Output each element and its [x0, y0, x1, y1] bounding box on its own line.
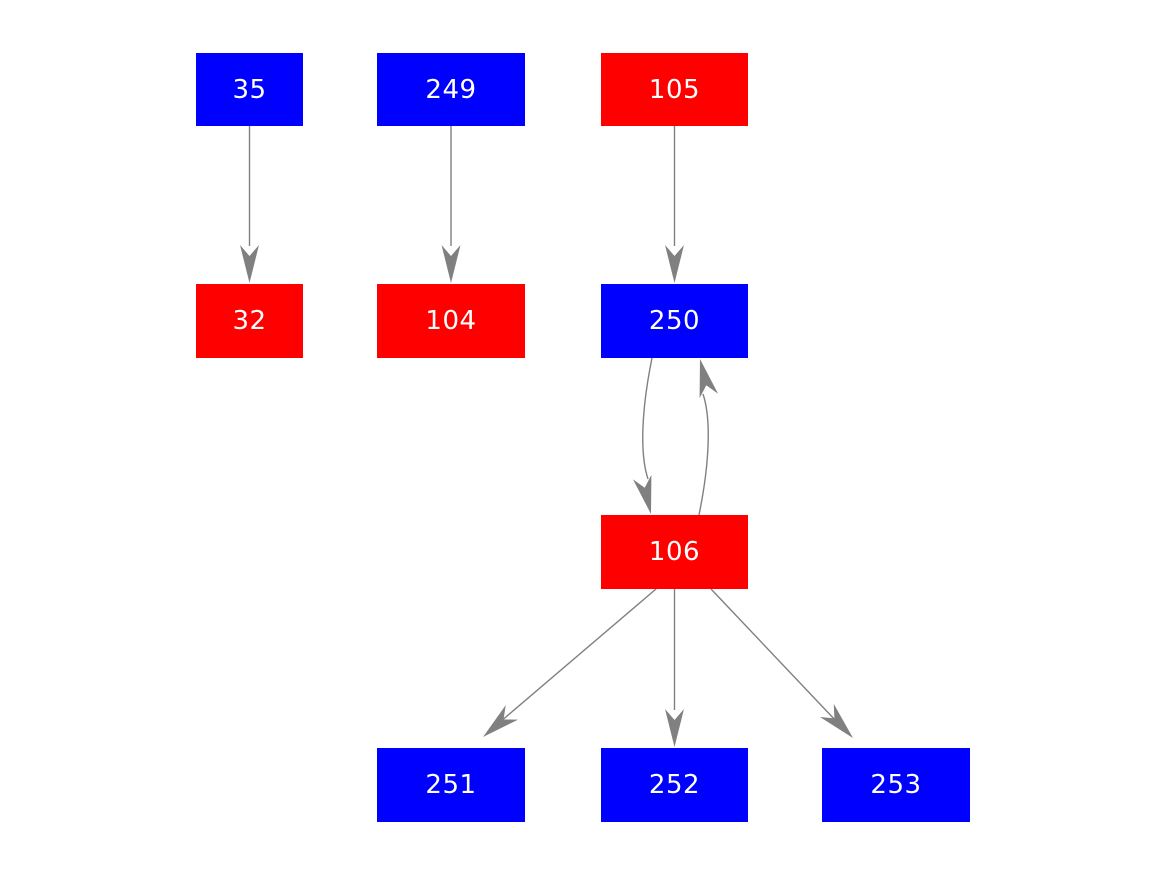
arrowhead-icon — [665, 245, 684, 283]
edge-249-to-104 — [441, 126, 461, 283]
edge-106-to-253 — [710, 588, 853, 738]
graph-node-35[interactable]: 35 — [196, 53, 303, 126]
graph-node-251[interactable]: 251 — [377, 748, 525, 822]
graph-node-label: 104 — [425, 306, 477, 336]
graph-node-250[interactable]: 250 — [601, 284, 748, 358]
graph-node-label: 250 — [648, 306, 701, 336]
graph-node-label: 249 — [425, 74, 477, 105]
graph-node-label: 252 — [648, 770, 701, 800]
graph-node-249[interactable]: 249 — [377, 53, 525, 126]
edges-group — [240, 126, 853, 747]
arrowhead-icon — [819, 703, 853, 738]
graph-node-label: 106 — [648, 537, 701, 567]
arrowhead-icon — [483, 705, 519, 737]
arrowhead-icon — [699, 359, 719, 399]
edge-250-to-106 — [632, 357, 653, 514]
graph-node-label: 35 — [232, 74, 267, 105]
arrowhead-icon — [632, 474, 652, 514]
arrowhead-icon — [665, 709, 684, 747]
graph-node-label: 32 — [232, 306, 267, 336]
arrowhead-icon — [240, 245, 259, 283]
graph-node-105[interactable]: 105 — [601, 53, 748, 126]
edge-105-to-250 — [665, 126, 684, 283]
graph-node-104[interactable]: 104 — [377, 284, 525, 358]
graph-node-label: 105 — [648, 74, 701, 105]
edge-line — [710, 588, 838, 723]
arrowhead-icon — [441, 245, 461, 283]
edge-106-to-250 — [698, 359, 719, 516]
graph-node-label: 253 — [870, 770, 922, 800]
graph-node-32[interactable]: 32 — [196, 284, 303, 358]
graph-node-106[interactable]: 106 — [601, 515, 748, 589]
edge-line — [698, 393, 709, 516]
edge-106-to-251 — [483, 588, 657, 737]
edge-35-to-32 — [240, 126, 259, 283]
edge-line — [499, 588, 657, 723]
graph-node-253[interactable]: 253 — [822, 748, 970, 822]
graph-node-label: 251 — [425, 770, 477, 800]
edge-106-to-252 — [665, 589, 684, 747]
graph-node-252[interactable]: 252 — [601, 748, 748, 822]
edge-line — [642, 357, 653, 480]
